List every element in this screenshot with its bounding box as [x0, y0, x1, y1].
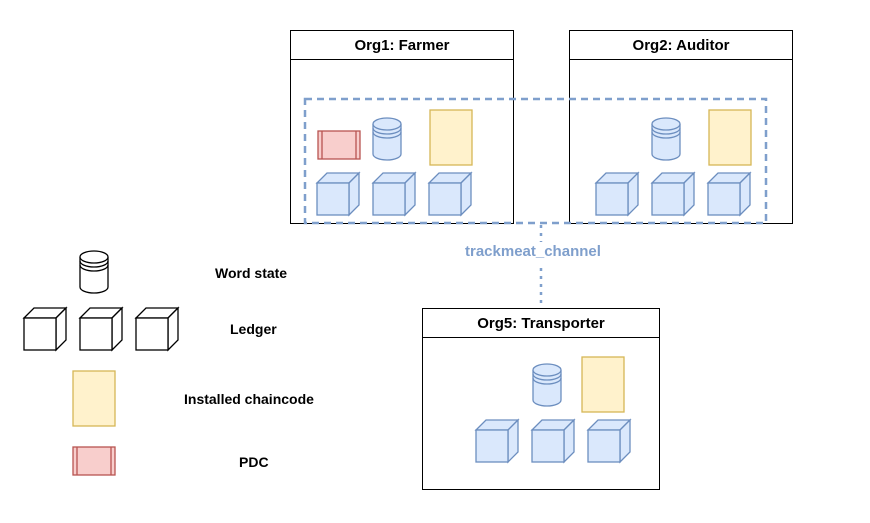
org2-chaincode-icon: [708, 109, 752, 166]
org1-ledger-cube-2-icon: [372, 172, 416, 216]
org2-box: Org2: Auditor: [569, 30, 793, 224]
org2-title: Org2: Auditor: [570, 31, 792, 60]
legend-chaincode-icon: [72, 370, 116, 427]
channel-label: trackmeat_channel: [465, 243, 601, 260]
org5-title: Org5: Transporter: [423, 309, 659, 338]
org2-world-state-icon: [651, 117, 681, 161]
legend-chaincode-label: Installed chaincode: [184, 391, 314, 407]
legend-ledger-cube-3-icon: [135, 307, 179, 351]
org1-pdc-icon: [317, 130, 361, 160]
org1-world-state-icon: [372, 117, 402, 161]
org5-chaincode-icon: [581, 356, 625, 413]
org5-world-state-icon: [532, 363, 562, 407]
legend-ledger-cube-2-icon: [79, 307, 123, 351]
org1-ledger-cube-1-icon: [316, 172, 360, 216]
org1-chaincode-icon: [429, 109, 473, 166]
org2-ledger-cube-3-icon: [707, 172, 751, 216]
org2-ledger-cube-1-icon: [595, 172, 639, 216]
legend-pdc-icon: [72, 446, 116, 476]
org2-ledger-cube-2-icon: [651, 172, 695, 216]
org5-ledger-cube-1-icon: [475, 419, 519, 463]
org1-title: Org1: Farmer: [291, 31, 513, 60]
legend-pdc-label: PDC: [239, 454, 269, 470]
org1-ledger-cube-3-icon: [428, 172, 472, 216]
org5-ledger-cube-3-icon: [587, 419, 631, 463]
legend-ledger-cube-1-icon: [23, 307, 67, 351]
legend-world-state-label: Word state: [215, 265, 288, 281]
org5-ledger-cube-2-icon: [531, 419, 575, 463]
legend-world-state-icon: [79, 250, 109, 294]
legend-ledger-label: Ledger: [230, 321, 277, 337]
channel-boundary: [303, 97, 768, 225]
